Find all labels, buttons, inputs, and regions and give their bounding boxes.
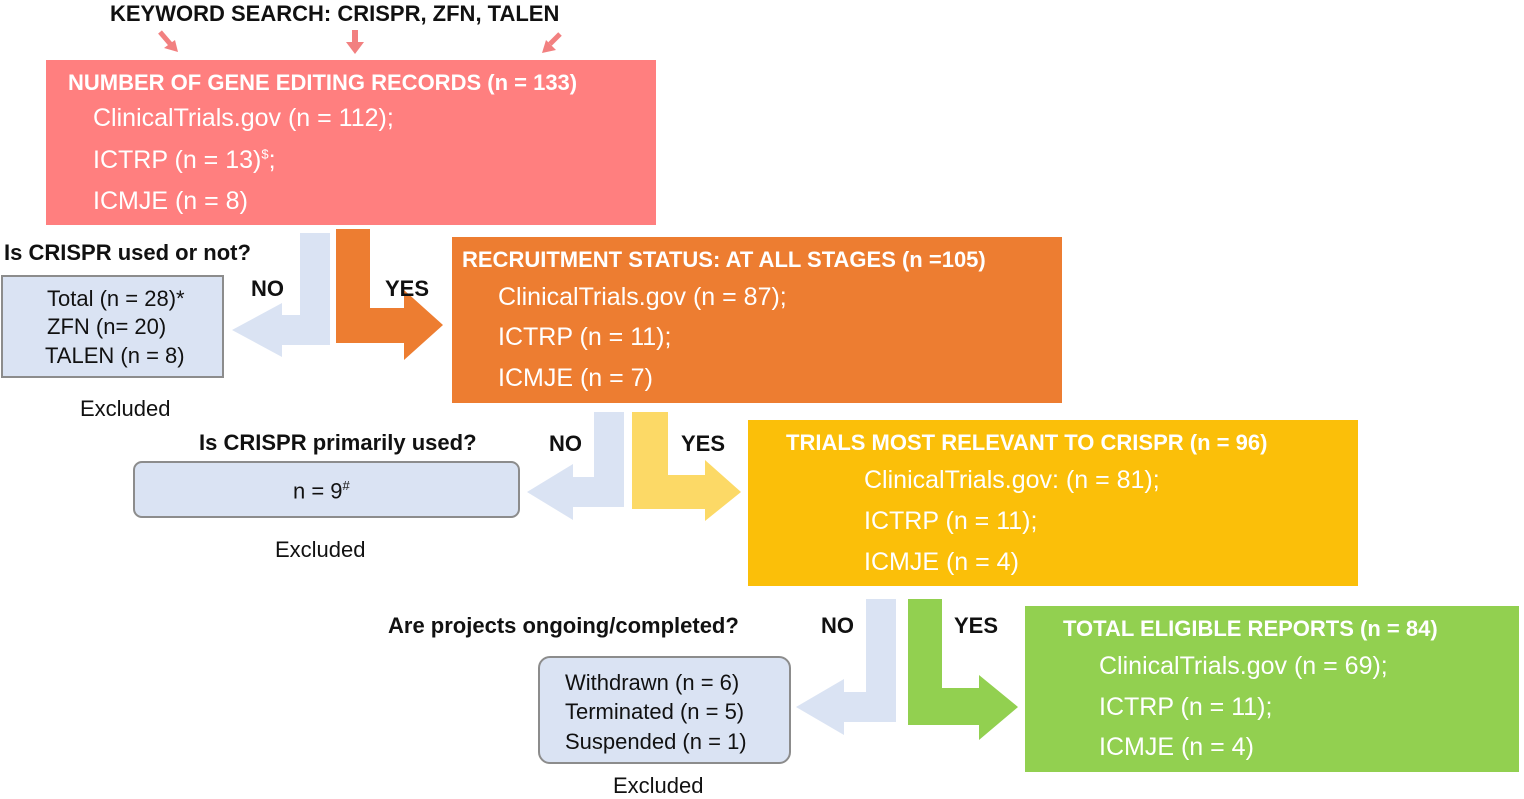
q3-excluded-withdrawn: Withdrawn (n = 6) <box>565 670 740 695</box>
q2-no-label: NO <box>549 431 582 456</box>
q1-yes-arrow <box>336 229 443 360</box>
stage1-box: NUMBER OF GENE EDITING RECORDS (n = 133)… <box>46 60 656 225</box>
q1-excluded-total: Total (n = 28)* <box>47 286 185 311</box>
stage4-box: TOTAL ELIGIBLE REPORTS (n = 84) Clinical… <box>1025 606 1519 772</box>
q3-yes-arrow <box>908 599 1018 740</box>
stage2-line-clinicaltrials: ClinicalTrials.gov (n = 87); <box>498 283 787 311</box>
q2-no-arrow <box>527 412 624 520</box>
q3-question: Are projects ongoing/completed? <box>388 613 739 638</box>
q3-excluded-terminated: Terminated (n = 5) <box>565 699 745 724</box>
q2-yes-arrow <box>632 412 741 521</box>
q3-excluded-suspended: Suspended (n = 1) <box>565 729 747 754</box>
q3-no-label: NO <box>821 613 854 638</box>
q3-excluded-box: Withdrawn (n = 6) Terminated (n = 5) Sus… <box>538 656 791 764</box>
stage1-ictrp-text: ICTRP (n = 13) <box>93 146 262 174</box>
stage4-line-icmje: ICMJE (n = 4) <box>1099 733 1254 761</box>
stage1-ictrp-sup: $ <box>261 146 269 162</box>
keyword-pointer-arrows <box>158 30 562 54</box>
q2-question: Is CRISPR primarily used? <box>199 430 477 455</box>
stage2-title: RECRUITMENT STATUS: AT ALL STAGES (n =10… <box>462 247 986 272</box>
stage3-title: TRIALS MOST RELEVANT TO CRISPR (n = 96) <box>786 430 1268 455</box>
stage2-line-icmje: ICMJE (n = 7) <box>498 364 653 392</box>
q2-excluded-sup: # <box>342 478 350 493</box>
q2-excluded-value: n = 9# <box>293 478 350 504</box>
q3-excluded-label: Excluded <box>613 773 704 798</box>
stage1-line-icmje: ICMJE (n = 8) <box>93 187 248 215</box>
stage3-line-icmje: ICMJE (n = 4) <box>864 548 1019 576</box>
q1-no-label: NO <box>251 276 284 301</box>
stage1-line-clinicaltrials: ClinicalTrials.gov (n = 112); <box>93 104 394 132</box>
q1-excluded-talen: TALEN (n = 8) <box>45 343 185 368</box>
stage1-title: NUMBER OF GENE EDITING RECORDS (n = 133) <box>68 70 578 95</box>
q1-excluded-zfn: ZFN (n= 20) <box>47 314 167 339</box>
q1-yes-label: YES <box>385 276 430 301</box>
q1-excluded-box: Total (n = 28)* ZFN (n= 20) TALEN (n = 8… <box>1 275 224 378</box>
stage3-box: TRIALS MOST RELEVANT TO CRISPR (n = 96) … <box>748 420 1358 586</box>
stage4-title: TOTAL ELIGIBLE REPORTS (n = 84) <box>1063 616 1438 641</box>
q2-excluded-value-text: n = 9 <box>293 478 343 504</box>
stage2-box: RECRUITMENT STATUS: AT ALL STAGES (n =10… <box>452 237 1062 403</box>
q1-question: Is CRISPR used or not? <box>4 240 251 265</box>
q2-yes-label: YES <box>681 431 726 456</box>
stage3-line-ictrp: ICTRP (n = 11); <box>864 507 1038 535</box>
stage4-line-clinicaltrials: ClinicalTrials.gov (n = 69); <box>1099 652 1388 680</box>
q2-excluded-box: n = 9# <box>133 461 520 518</box>
q1-excluded-label: Excluded <box>80 396 171 421</box>
stage3-line-clinicaltrials: ClinicalTrials.gov: (n = 81); <box>864 466 1160 494</box>
stage1-line-ictrp: ICTRP (n = 13)$; <box>93 146 276 175</box>
stage2-line-ictrp: ICTRP (n = 11); <box>498 323 672 351</box>
keyword-search-heading: KEYWORD SEARCH: CRISPR, ZFN, TALEN <box>110 1 560 26</box>
q1-no-arrow <box>232 233 330 357</box>
q3-yes-label: YES <box>954 613 999 638</box>
stage4-line-ictrp: ICTRP (n = 11); <box>1099 693 1273 721</box>
stage1-ictrp-suffix: ; <box>268 146 276 174</box>
q3-no-arrow <box>796 599 896 735</box>
q2-excluded-label: Excluded <box>275 537 366 562</box>
